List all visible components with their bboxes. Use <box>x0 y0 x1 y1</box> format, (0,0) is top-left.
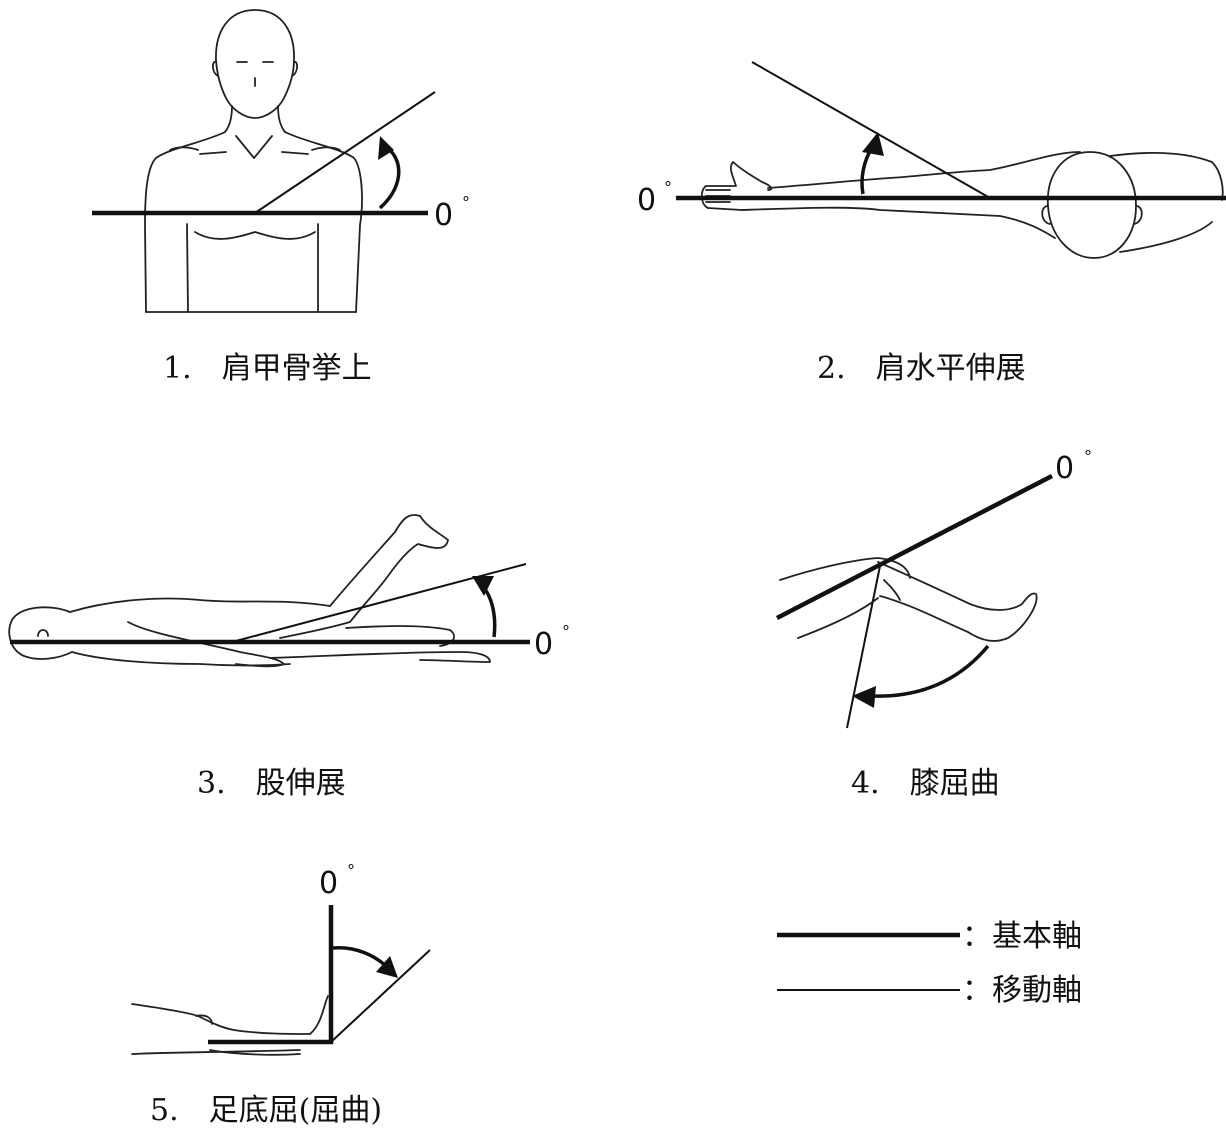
figure-1-scapula-elevation: 0 ° 1.肩甲骨挙上 <box>92 9 470 386</box>
figure-2-arrowhead <box>862 132 884 156</box>
figure-1-arrowhead <box>378 136 394 160</box>
figure-3-arrowhead <box>472 576 494 596</box>
figure-4-knee-flexion: 0 ° 4.膝屈曲 <box>775 447 1092 801</box>
figure-2-caption: 2.肩水平伸展 <box>817 351 1026 386</box>
figure-4-basic-axis <box>775 474 1054 620</box>
figure-4-zero-degree-label: 0 <box>1055 451 1074 486</box>
figure-4-moving-axis <box>846 565 881 729</box>
legend-basic-axis-label: ：基本軸 <box>962 919 1082 954</box>
legend: ：基本軸 ：移動軸 <box>777 919 1082 1008</box>
figure-1-moving-axis <box>254 91 436 214</box>
figure-2-degree-mark: ° <box>664 178 672 197</box>
figure-2-zero-degree-label: 0 <box>637 183 656 218</box>
figure-2-prone-arm-illustration <box>700 151 1224 259</box>
figure-3-moving-axis <box>231 563 527 643</box>
figure-4-caption: 4.膝屈曲 <box>851 766 1000 801</box>
figure-2-moving-axis <box>751 61 991 199</box>
figure-2-shoulder-horizontal-extension: 0 ° 2.肩水平伸展 <box>637 61 1226 386</box>
figure-1-torso-illustration <box>144 9 363 313</box>
figure-5-caption: 5.足底屈(屈曲) <box>150 1093 382 1128</box>
figure-4-rotation-arrow <box>869 644 990 698</box>
figure-5-arrowhead <box>376 956 398 978</box>
figure-4-leg-illustration <box>779 557 1038 642</box>
figure-5-foot-illustration <box>131 995 329 1056</box>
figure-4-arrowhead <box>852 686 876 708</box>
figure-1-rotation-arrow <box>378 146 401 210</box>
figure-5-rotation-arrow <box>332 946 390 970</box>
figure-3-hip-extension: 0 ° 3.股伸展 <box>8 514 570 801</box>
figure-5-zero-degree-label: 0 <box>319 866 338 901</box>
legend-moving-axis-label: ：移動軸 <box>962 973 1082 1008</box>
figure-1-caption: 1.肩甲骨挙上 <box>163 351 372 386</box>
figure-2-rotation-arrow <box>860 147 874 195</box>
figure-5-plantar-flexion: 0 ° 5.足底屈(屈曲) <box>131 861 431 1128</box>
figure-3-zero-degree-label: 0 <box>534 627 553 662</box>
figure-1-zero-degree-label: 0 <box>434 198 453 233</box>
figure-5-degree-mark: ° <box>347 861 355 880</box>
figure-5-moving-axis <box>330 949 431 1043</box>
figure-3-degree-mark: ° <box>562 622 570 641</box>
figure-4-degree-mark: ° <box>1084 447 1092 466</box>
figure-1-degree-mark: ° <box>462 193 470 212</box>
figure-3-caption: 3.股伸展 <box>197 766 346 801</box>
